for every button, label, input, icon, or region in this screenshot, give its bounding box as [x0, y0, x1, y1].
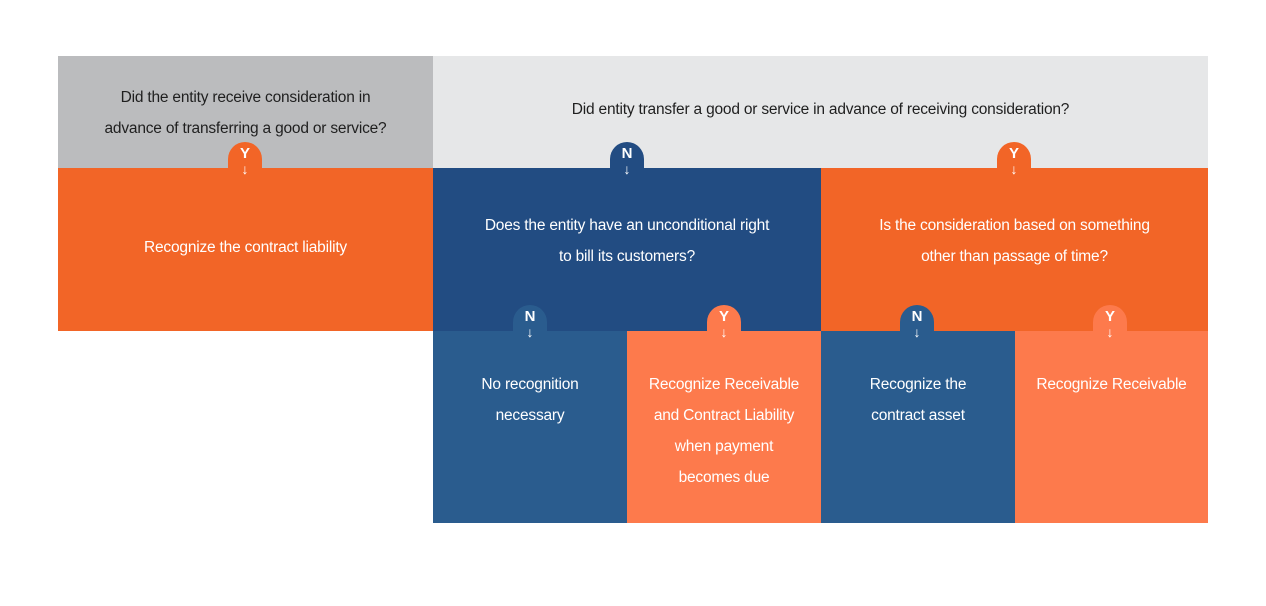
q1-yes-badge: Y ↓	[228, 142, 262, 176]
yes-label: Y	[239, 145, 250, 162]
arrow-down-icon: ↓	[913, 324, 921, 340]
no-recognition-box: No recognition necessary	[433, 331, 627, 523]
passage-of-time-line-2: other than passage of time?	[921, 248, 1108, 265]
question-2-header: Did entity transfer a good or service in…	[433, 56, 1208, 168]
question-1-line-1: Did the entity receive consideration in	[120, 89, 371, 106]
question-1-line-2: advance of transferring a good or servic…	[104, 120, 387, 137]
arrow-down-icon: ↓	[241, 161, 249, 177]
yes-label: Y	[1104, 308, 1115, 325]
question-2-text: Did entity transfer a good or service in…	[571, 101, 1070, 118]
contract-asset-line-2: contract asset	[871, 407, 965, 424]
time-no-badge: N ↓	[900, 305, 934, 339]
passage-of-time-question-box: Is the consideration based on something …	[821, 168, 1208, 331]
no-label: N	[911, 308, 923, 325]
time-yes-badge: Y ↓	[1093, 305, 1127, 339]
arrow-down-icon: ↓	[1106, 324, 1114, 340]
no-label: N	[621, 145, 633, 162]
arrow-down-icon: ↓	[720, 324, 728, 340]
contract-liability-text: Recognize the contract liability	[144, 239, 347, 256]
no-recognition-line-1: No recognition	[481, 376, 579, 393]
no-label: N	[524, 308, 536, 325]
unconditional-right-question-box: Does the entity have an unconditional ri…	[433, 168, 821, 331]
yes-label: Y	[718, 308, 729, 325]
recognize-receivable-box: Recognize Receivable	[1015, 331, 1208, 523]
contract-liability-box: Recognize the contract liability	[58, 168, 433, 331]
contract-asset-box: Recognize the contract asset	[821, 331, 1015, 523]
arrow-down-icon: ↓	[1010, 161, 1018, 177]
yes-label: Y	[1008, 145, 1019, 162]
unconditional-right-line-2: to bill its customers?	[558, 248, 695, 265]
receivable-liability-line-1: Recognize Receivable	[648, 376, 800, 393]
receivable-liability-line-4: becomes due	[678, 469, 770, 486]
no-recognition-line-2: necessary	[495, 407, 565, 424]
receivable-and-liability-box: Recognize Receivable and Contract Liabil…	[627, 331, 821, 523]
q2-no-badge: N ↓	[610, 142, 644, 176]
unconditional-yes-badge: Y ↓	[707, 305, 741, 339]
arrow-down-icon: ↓	[623, 161, 631, 177]
passage-of-time-line-1: Is the consideration based on something	[879, 217, 1150, 234]
receivable-liability-line-3: when payment	[674, 438, 774, 455]
contract-asset-line-1: Recognize the	[869, 376, 967, 393]
unconditional-no-badge: N ↓	[513, 305, 547, 339]
receivable-liability-line-2: and Contract Liability	[653, 407, 795, 424]
arrow-down-icon: ↓	[526, 324, 534, 340]
q2-yes-badge: Y ↓	[997, 142, 1031, 176]
unconditional-right-line-1: Does the entity have an unconditional ri…	[484, 217, 770, 234]
recognize-receivable-line-1: Recognize Receivable	[1036, 376, 1187, 393]
